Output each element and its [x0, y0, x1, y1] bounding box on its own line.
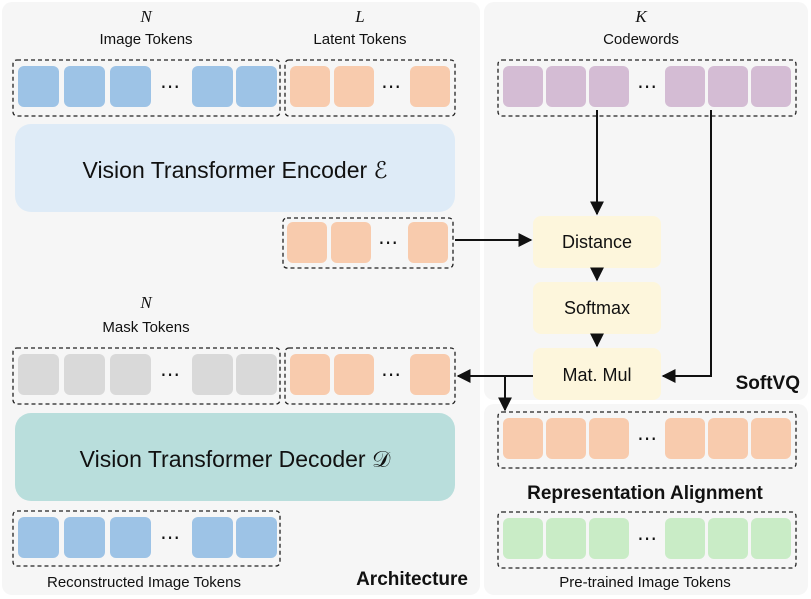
encoder-block [15, 124, 455, 212]
image-tokens-symbol: N [139, 7, 153, 26]
distance-box [533, 216, 661, 268]
codeword [665, 66, 705, 107]
codeword [503, 66, 543, 107]
softvq-panel [484, 2, 808, 400]
matmul-box [533, 348, 661, 400]
latent-token [331, 222, 371, 263]
mask-token [192, 354, 233, 395]
codeword-row: ⋯ [503, 66, 791, 107]
alignment-title: Representation Alignment [527, 483, 763, 504]
image-token-row: ⋯ [18, 66, 277, 107]
codeword [708, 66, 748, 107]
softmax-box [533, 282, 661, 334]
image-token [236, 66, 277, 107]
mask-token-ellipsis: ⋯ [160, 364, 180, 386]
pretrained-token [546, 518, 586, 559]
decoder-block [15, 413, 455, 501]
aligned-token-ellipsis: ⋯ [637, 428, 657, 450]
decoder-latent-ellipsis: ⋯ [381, 364, 401, 386]
image-tokens-label: Image Tokens [99, 31, 192, 48]
pretrained-token-row: ⋯ [503, 518, 791, 559]
pretrained-token-ellipsis: ⋯ [637, 528, 657, 550]
latent-token-row: ⋯ [290, 66, 450, 107]
decoder-latents-group [284, 347, 456, 405]
mask-token [110, 354, 151, 395]
encoded-latent-row: ⋯ [287, 222, 448, 263]
latent-token [408, 222, 448, 263]
mask-token-row: ⋯ [18, 354, 277, 395]
reconstructed-tokens-label: Reconstructed Image Tokens [47, 574, 241, 591]
latent-token [290, 66, 330, 107]
mask-tokens-group [12, 347, 281, 405]
softvq-title: SoftVQ [736, 373, 800, 394]
encoded-latents-group [282, 217, 454, 269]
latent-token [290, 354, 330, 395]
image-token [18, 66, 59, 107]
pretrained-token [751, 518, 791, 559]
image-tokens-group [12, 59, 281, 117]
reconstructed-token-row: ⋯ [18, 517, 277, 558]
codewords-label: Codewords [603, 31, 679, 48]
pretrained-token [589, 518, 629, 559]
pretrained-tokens-label: Pre-trained Image Tokens [559, 574, 730, 591]
latent-token [334, 66, 374, 107]
pretrained-token [708, 518, 748, 559]
aligned-token [503, 418, 543, 459]
pretrained-token [503, 518, 543, 559]
latent-token [410, 354, 450, 395]
latent-token-ellipsis: ⋯ [381, 76, 401, 98]
image-token-ellipsis: ⋯ [160, 76, 180, 98]
codewords-symbol: K [634, 7, 648, 26]
mask-tokens-symbol: N [139, 293, 153, 312]
codeword [546, 66, 586, 107]
distance-label: Distance [562, 232, 632, 252]
mask-token [236, 354, 277, 395]
reconstructed-tokens-group [12, 510, 281, 567]
latent-tokens-symbol: L [354, 7, 364, 26]
architecture-title: Architecture [356, 569, 468, 590]
codeword [751, 66, 791, 107]
reconstructed-token [64, 517, 105, 558]
aligned-token [751, 418, 791, 459]
decoder-label: Vision Transformer Decoder 𝒟 [80, 446, 391, 472]
codeword [589, 66, 629, 107]
latent-tokens-group [284, 59, 456, 117]
aligned-token [708, 418, 748, 459]
aligned-token [546, 418, 586, 459]
pretrained-token [665, 518, 705, 559]
reconstructed-token [236, 517, 277, 558]
image-token [110, 66, 151, 107]
codewords-to-matmul-arrow [661, 110, 712, 383]
latent-token [287, 222, 327, 263]
aligned-token [589, 418, 629, 459]
aligned-token-row: ⋯ [503, 418, 791, 459]
reconstructed-token [110, 517, 151, 558]
mask-token [64, 354, 105, 395]
matmul-label: Mat. Mul [562, 365, 631, 385]
latent-token [410, 66, 450, 107]
reconstructed-token-ellipsis: ⋯ [160, 527, 180, 549]
softmax-label: Softmax [564, 298, 630, 318]
mask-token [18, 354, 59, 395]
aligned-token [665, 418, 705, 459]
reconstructed-token [192, 517, 233, 558]
mask-tokens-label: Mask Tokens [102, 319, 189, 336]
decoder-latent-row: ⋯ [290, 354, 450, 395]
reconstructed-token [18, 517, 59, 558]
codeword-ellipsis: ⋯ [637, 76, 657, 98]
encoder-label: Vision Transformer Encoder ℰ [83, 157, 388, 183]
image-token [192, 66, 233, 107]
latent-token [334, 354, 374, 395]
latent-tokens-label: Latent Tokens [313, 31, 406, 48]
encoded-latent-ellipsis: ⋯ [378, 232, 398, 254]
image-token [64, 66, 105, 107]
